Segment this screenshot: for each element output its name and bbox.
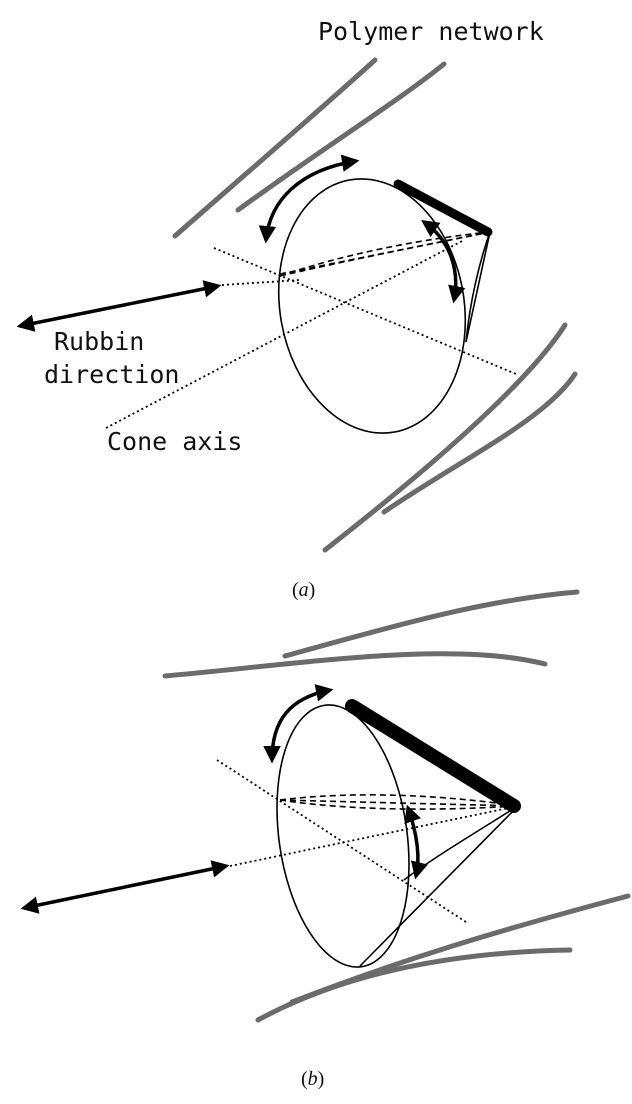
tilt-rotation-arrow-a	[421, 220, 466, 304]
cone-axis-label: Cone axis	[107, 427, 242, 456]
tilt-rotation-arrow-b	[404, 804, 428, 880]
caption-b: (b)	[301, 1068, 324, 1090]
polymer-network-label: Polymer network	[318, 17, 544, 46]
panel-b: (b)	[20, 589, 631, 1090]
rubbing-direction-arrow-b	[20, 860, 230, 914]
molecule-director-a	[393, 179, 493, 237]
polymer-network-fibers-upper-a	[172, 57, 447, 239]
azimuthal-rotation-arrow-a	[258, 154, 360, 244]
cone-base-ellipse-a	[277, 178, 467, 434]
cone-a	[277, 178, 493, 434]
molecule-director-b	[345, 699, 521, 813]
rubbing-direction-label-line1: Rubbin	[54, 327, 144, 356]
polymer-network-fibers-upper-b	[162, 589, 580, 679]
azimuthal-rotation-arrow-b	[263, 684, 334, 764]
tilt-plane-dotted-lines-a	[105, 239, 517, 429]
polymer-network-fibers-lower-a	[322, 322, 578, 553]
rubbing-direction-label-line2: direction	[44, 360, 179, 389]
panel-a: Polymer network Rubbin direction	[16, 17, 578, 601]
polymer-network-fibers-lower-b	[255, 893, 631, 1023]
rubbing-direction-arrow-a	[16, 280, 222, 332]
tilt-plane-dotted-lines-b	[216, 759, 519, 923]
caption-a: (a)	[292, 579, 315, 601]
cone-b	[276, 699, 521, 968]
